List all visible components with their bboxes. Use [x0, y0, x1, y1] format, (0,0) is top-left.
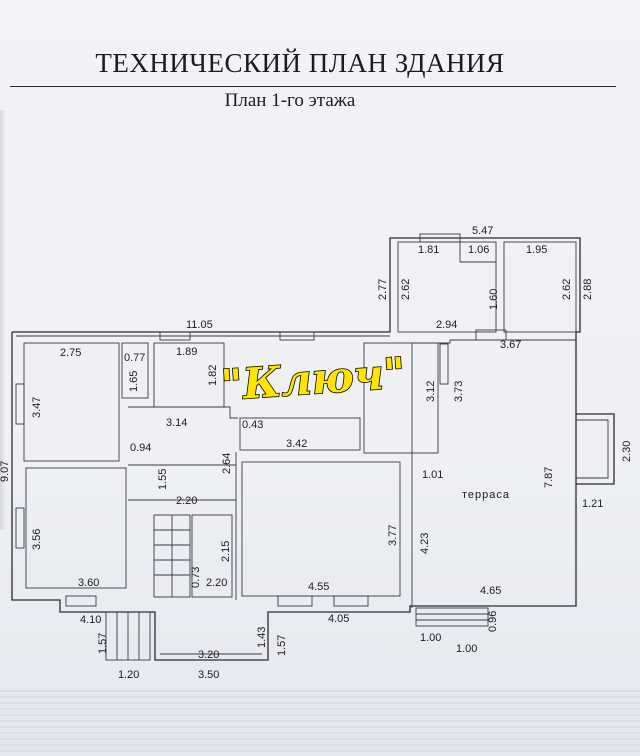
- dim-annex-left-height: 2.77: [377, 279, 389, 300]
- scan-artifact-band: [0, 690, 640, 756]
- dim-porch-left: 1.57: [97, 633, 109, 654]
- dim-bay-width: 1.21: [582, 498, 603, 510]
- dim-porch-right-b: 1.57: [276, 635, 288, 656]
- dim-room-tl-small-width: 0.77: [124, 352, 145, 364]
- dim-hall-width: 3.14: [166, 417, 187, 429]
- dim-room-top-mid-height: 1.82: [207, 365, 219, 386]
- dim-step-a: 0.96: [487, 611, 499, 632]
- dim-living-width: 4.55: [308, 581, 329, 593]
- dim-annex-room-b-width: 1.06: [468, 244, 489, 256]
- terrace-label: терраса: [462, 489, 510, 501]
- dim-corr-height: 2.64: [221, 453, 233, 474]
- dim-wall-101: 1.01: [422, 469, 443, 481]
- dim-step-w1: 1.00: [420, 632, 441, 644]
- dim-room-top-mid-width: 1.89: [176, 346, 197, 358]
- dim-annex-room-c-height: 2.62: [561, 279, 573, 300]
- title-underline: [10, 86, 616, 87]
- dim-room-bl-height: 3.56: [31, 529, 43, 550]
- dim-stair-width: 2.20: [176, 495, 197, 507]
- dim-room-bl-width: 3.60: [78, 577, 99, 589]
- dim-annex-bottom-width: 2.94: [436, 319, 457, 331]
- dim-annex-right-height: 2.88: [582, 279, 594, 300]
- dim-porch-outer-left: 1.20: [118, 669, 139, 681]
- dim-living-height: 3.77: [387, 525, 399, 546]
- building-walls: [11, 233, 615, 661]
- dim-stair-height: 1.55: [157, 469, 169, 490]
- agency-logo: "Ключ": [218, 347, 407, 410]
- dim-annex-mid-height: 1.60: [488, 289, 500, 310]
- dim-stair-step: 0.73: [190, 567, 202, 588]
- dim-step-w2: 1.00: [456, 643, 477, 655]
- dim-terrace-width: 4.65: [480, 585, 501, 597]
- page-edge-shadow: [0, 110, 6, 530]
- dim-living-bottom: 4.05: [328, 613, 349, 625]
- dim-annex-room-a-width: 1.81: [418, 244, 439, 256]
- dim-porch-outer: 3.50: [198, 669, 219, 681]
- dim-terrace-height: 4.23: [419, 533, 431, 554]
- dim-top-annex-width: 5.47: [472, 225, 493, 237]
- dim-terrace-depth: 7.87: [543, 467, 555, 488]
- plan-subtitle: План 1-го этажа: [224, 90, 356, 111]
- dim-stair-hall-width: 2.20: [206, 577, 227, 589]
- dim-room-tl-height: 3.47: [31, 397, 43, 418]
- dim-porch-width: 3.20: [198, 649, 219, 661]
- dimension-labels: 5.47 1.81 1.06 1.95 2.77 2.62 2.62 2.88 …: [0, 225, 633, 681]
- dim-bay-height: 2.30: [621, 441, 633, 462]
- dim-annex-room-c-width: 1.95: [526, 244, 547, 256]
- dim-hall-small: 0.43: [242, 419, 263, 431]
- dim-room-right-height-a: 3.12: [425, 381, 437, 402]
- dim-main-top-width: 11.05: [186, 319, 213, 331]
- dim-side-total: 9.07: [0, 461, 11, 482]
- plan-title: ТЕХНИЧЕСКИЙ ПЛАН ЗДАНИЯ: [95, 48, 505, 78]
- dim-terrace-top: 3.67: [500, 339, 521, 351]
- dim-bottom-left: 4.10: [80, 614, 101, 626]
- agency-logo-text: "Ключ": [219, 348, 407, 410]
- dim-corridor-width: 3.42: [286, 438, 307, 450]
- dim-room-tl-small-height: 1.65: [128, 371, 140, 392]
- dim-annex-room-a-height: 2.62: [400, 279, 412, 300]
- dim-stair-hall-height: 2.15: [220, 541, 232, 562]
- dim-room-tl-width: 2.75: [60, 347, 81, 359]
- dim-left-mid: 0.94: [130, 442, 151, 454]
- dim-porch-right-a: 1.43: [256, 627, 268, 648]
- dim-room-right-height-b: 3.73: [453, 381, 465, 402]
